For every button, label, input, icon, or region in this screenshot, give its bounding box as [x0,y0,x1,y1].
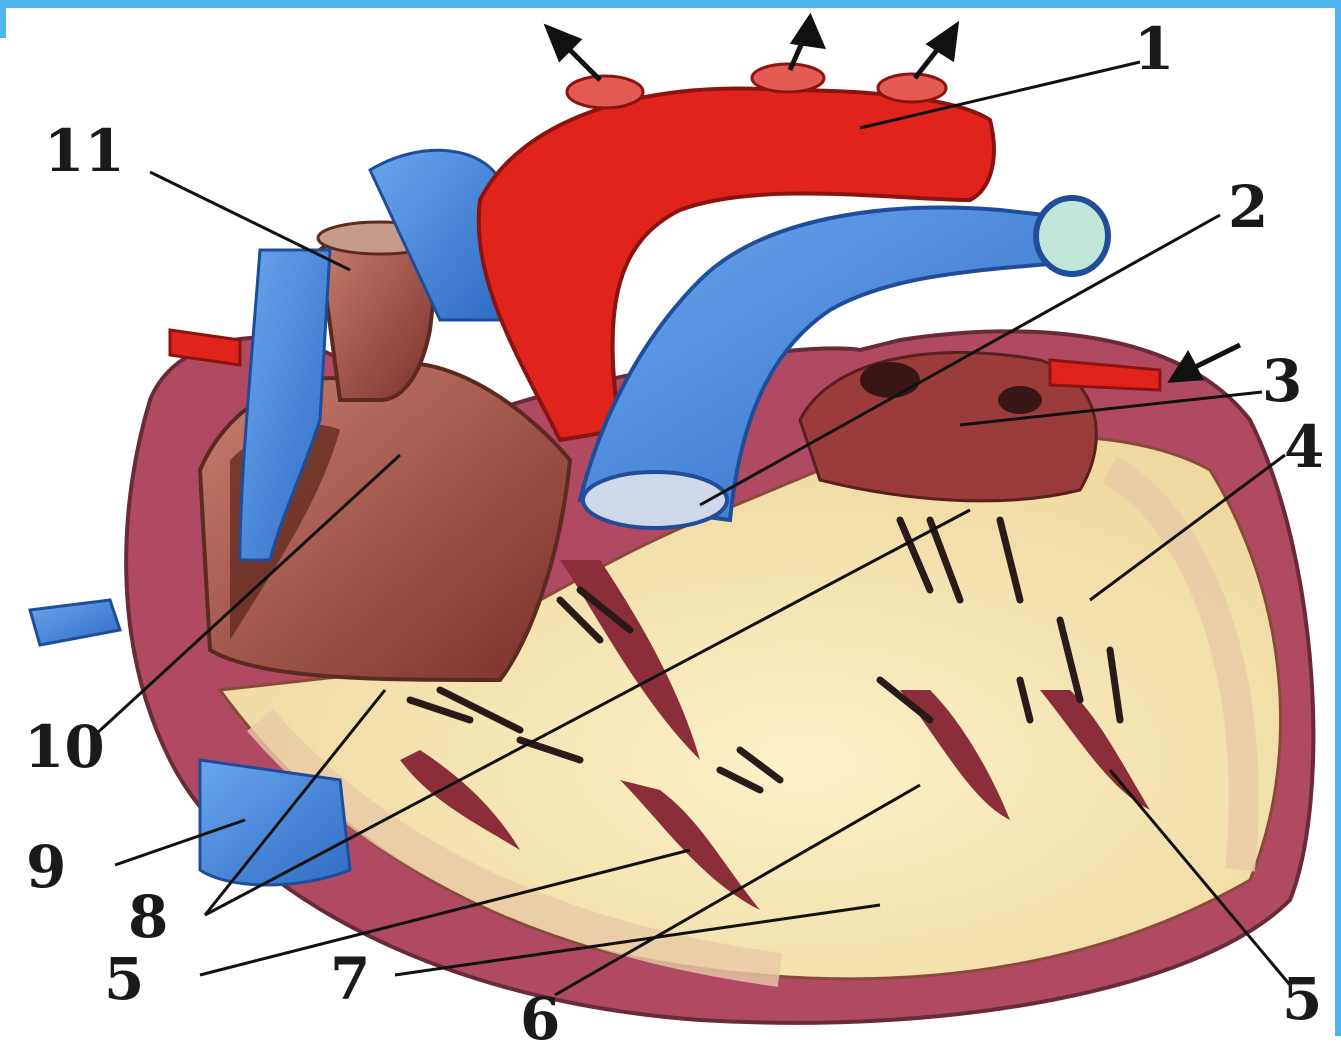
left-vein-stub [30,600,120,645]
label-6: 6 [520,990,560,1048]
label-2: 2 [1228,178,1268,236]
label-3: 3 [1262,352,1302,410]
label-7: 7 [330,950,370,1008]
label-9: 9 [26,838,66,896]
label-5-right: 5 [1282,970,1322,1028]
inferior-vena-cava [200,760,350,885]
label-11: 11 [44,122,125,180]
label-1: 1 [1134,20,1174,78]
label-10: 10 [24,718,105,776]
label-5-left: 5 [104,950,144,1008]
label-8: 8 [128,888,168,946]
right-frame-edge [1335,8,1341,1036]
heart-diagram [0,0,1335,1036]
label-4: 4 [1284,418,1324,476]
